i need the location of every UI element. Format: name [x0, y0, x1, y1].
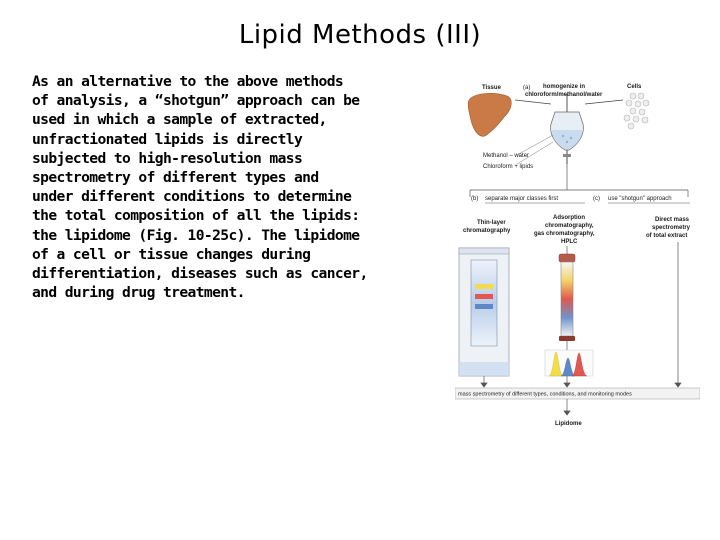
ms-modes-bar	[455, 387, 700, 400]
cells-icon	[623, 92, 650, 130]
branch-lines	[469, 164, 689, 197]
chloroform-lipids-label: Chloroform + lipids	[483, 164, 533, 170]
tissue-label: Tissue	[482, 85, 502, 91]
body-line: subjected to high-resolution mass	[32, 149, 303, 167]
adsorption-label-1: Adsorption	[553, 215, 585, 221]
chromatography-column-icon	[558, 246, 576, 350]
direct-ms-label-3: of total extract	[646, 233, 687, 239]
ms-modes-label: mass spectrometry of different types, co…	[458, 392, 632, 398]
arrow-to-lipidome	[563, 399, 571, 416]
body-line: of analysis, a “shotgun” approach can be	[32, 92, 360, 110]
body-line: the lipidome (Fig. 10-25c). The lipidome	[32, 226, 360, 244]
shotgun-label: use "shotgun" approach	[608, 196, 672, 202]
body-line: and during drug treatment.	[32, 284, 245, 302]
body-line: As an alternative to the above methods	[32, 73, 344, 90]
tlc-label-1: Thin-layer	[477, 220, 506, 226]
body-line: the total composition of all the lipids:	[32, 207, 360, 225]
lipid-analysis-figure: Tissue (a) homogenize in chloroform/meth…	[455, 72, 700, 432]
cells-label: Cells	[627, 84, 642, 90]
tlc-chamber-icon	[458, 247, 510, 377]
separatory-funnel-icon	[550, 94, 584, 164]
adsorption-label-4: HPLC	[561, 239, 578, 245]
methanol-water-label: Methanol – water	[483, 153, 529, 159]
adsorption-label-3: gas chromatography,	[534, 231, 595, 237]
direct-ms-label-2: spectrometry	[652, 225, 691, 231]
slide-title: Lipid Methods (III)	[238, 20, 482, 50]
lipidome-label: Lipidome	[555, 421, 582, 427]
panel-c-label: (c)	[593, 196, 600, 202]
chromatogram-peaks	[544, 349, 594, 377]
homogenize-label-1: homogenize in	[543, 84, 585, 90]
body-line: of a cell or tissue changes during	[32, 245, 311, 263]
leader-line	[516, 134, 554, 156]
body-line: differentiation, diseases such as cancer…	[32, 265, 368, 283]
body-line: used in which a sample of extracted,	[32, 111, 327, 129]
body-line: unfractionated lipids is directly	[32, 130, 303, 148]
panel-b-label: (b)	[471, 196, 478, 202]
body-paragraph: As an alternative to the above methods o…	[32, 72, 447, 302]
leader-line	[516, 141, 554, 165]
tlc-label-2: chromatography	[463, 228, 511, 234]
tissue-icon	[467, 93, 512, 137]
panel-a-label: (a)	[523, 85, 530, 91]
homogenize-label-2: chloroform/methanol/water	[525, 92, 603, 98]
separate-classes-label: separate major classes first	[485, 196, 558, 202]
adsorption-label-2: chromatography,	[545, 223, 594, 229]
figure-svg: Tissue (a) homogenize in chloroform/meth…	[455, 84, 700, 427]
arrows-to-funnel	[514, 99, 624, 105]
direct-ms-label-1: Direct mass	[655, 217, 690, 223]
body-line: spectrometry of different types and	[32, 169, 319, 187]
body-line: under different conditions to determine	[32, 188, 352, 206]
arrows-to-ms	[480, 242, 682, 388]
